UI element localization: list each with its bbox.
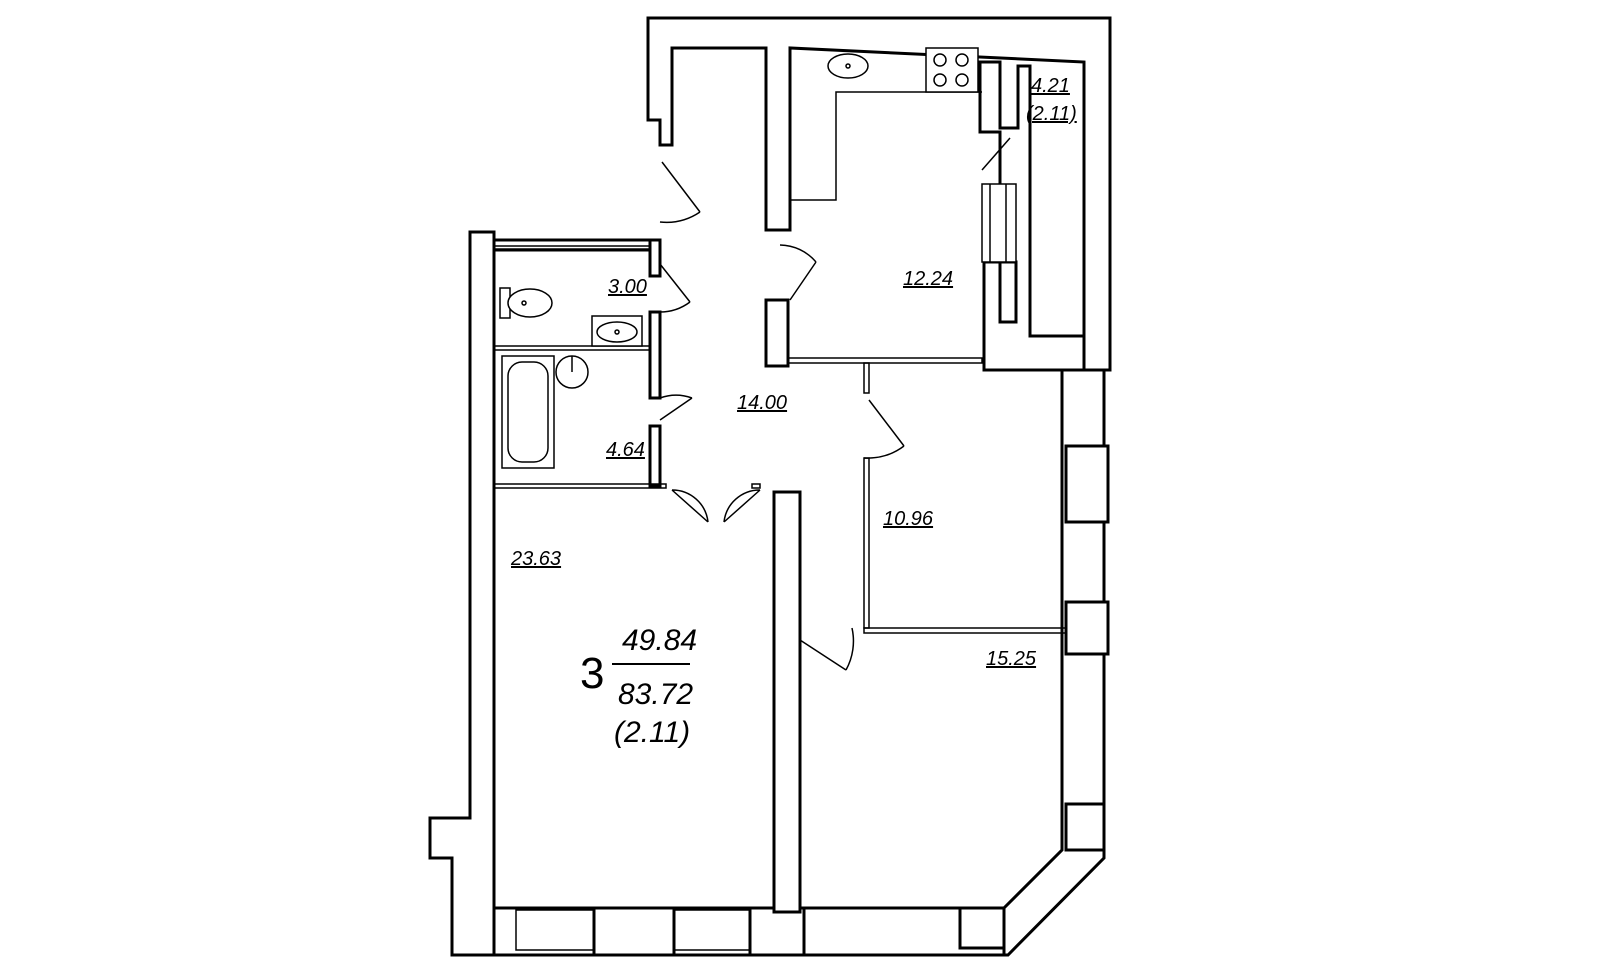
kitchen-area-label: 12.24 xyxy=(903,268,953,290)
apartment-summary: 3 49.84 83.72 (2.11) xyxy=(580,624,697,749)
balcony-reduced-label: (2.11) xyxy=(1026,103,1077,125)
hall-area-label: 14.00 xyxy=(737,392,787,414)
windows-bottom xyxy=(515,906,806,957)
outer-walls xyxy=(428,16,1112,957)
interior-walls xyxy=(492,238,1067,914)
bathroom-area-label: 4.64 xyxy=(606,439,645,461)
wc-area-label: 3.00 xyxy=(608,276,647,298)
room-labels: 4.21 (2.11) 12.24 3.00 14.00 4.64 10.96 … xyxy=(510,75,1077,670)
room-count: 3 xyxy=(580,649,604,698)
windows-right xyxy=(958,444,1110,950)
living-area-value: 49.84 xyxy=(622,624,697,657)
living-room-area-label: 23.63 xyxy=(510,548,561,570)
bedroom-small-area-label: 10.96 xyxy=(883,508,934,530)
balcony-reduced-value: (2.11) xyxy=(614,716,690,749)
balcony-area-label: 4.21 xyxy=(1031,75,1070,97)
bedroom-large-area-label: 15.25 xyxy=(986,648,1037,670)
doors xyxy=(659,137,1011,671)
total-area-value: 83.72 xyxy=(618,678,693,711)
fixtures xyxy=(499,47,1017,469)
